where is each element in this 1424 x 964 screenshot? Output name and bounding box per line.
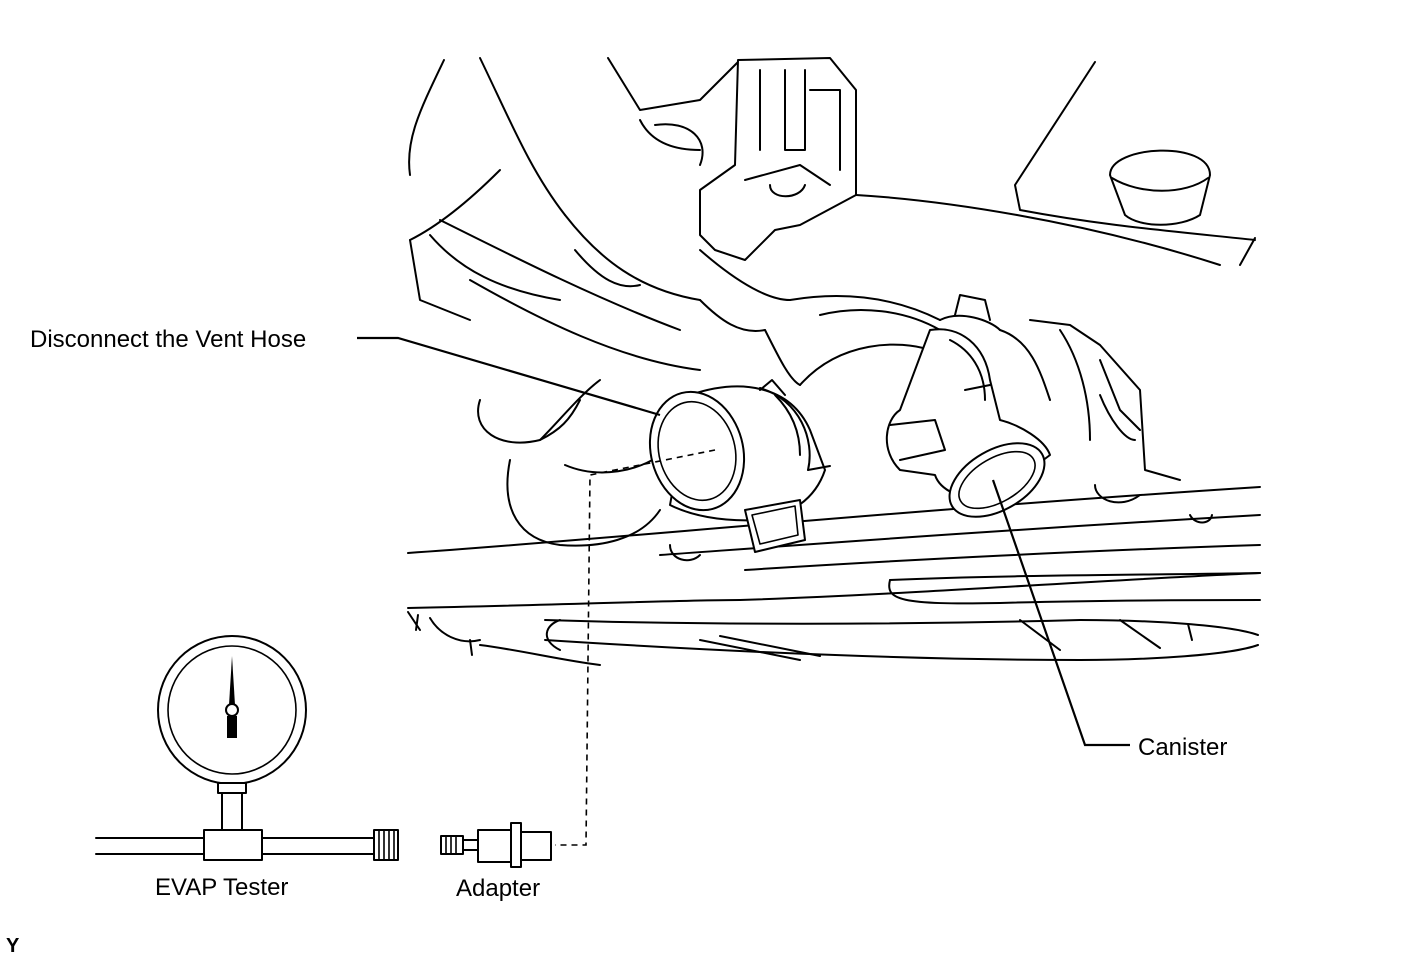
gauge-needle-icon — [229, 656, 235, 705]
adapter — [440, 822, 552, 868]
vent-hose-end — [648, 379, 831, 522]
vehicle-underbody — [407, 57, 1261, 666]
canister-leader — [991, 479, 1130, 747]
vent-hose-leader — [357, 336, 661, 417]
evap-tester-label: EVAP Tester — [155, 874, 288, 901]
hose-clamp — [744, 499, 806, 553]
canister-label: Canister — [1138, 734, 1227, 761]
leaders — [357, 336, 1130, 846]
vent-hose-label: Disconnect the Vent Hose — [30, 326, 306, 353]
evap-tester — [95, 635, 399, 861]
canister-connector — [885, 328, 1051, 518]
corner-code-label: Y — [6, 935, 20, 957]
connection-dashed-line — [555, 449, 716, 846]
adapter-label: Adapter — [456, 875, 540, 902]
